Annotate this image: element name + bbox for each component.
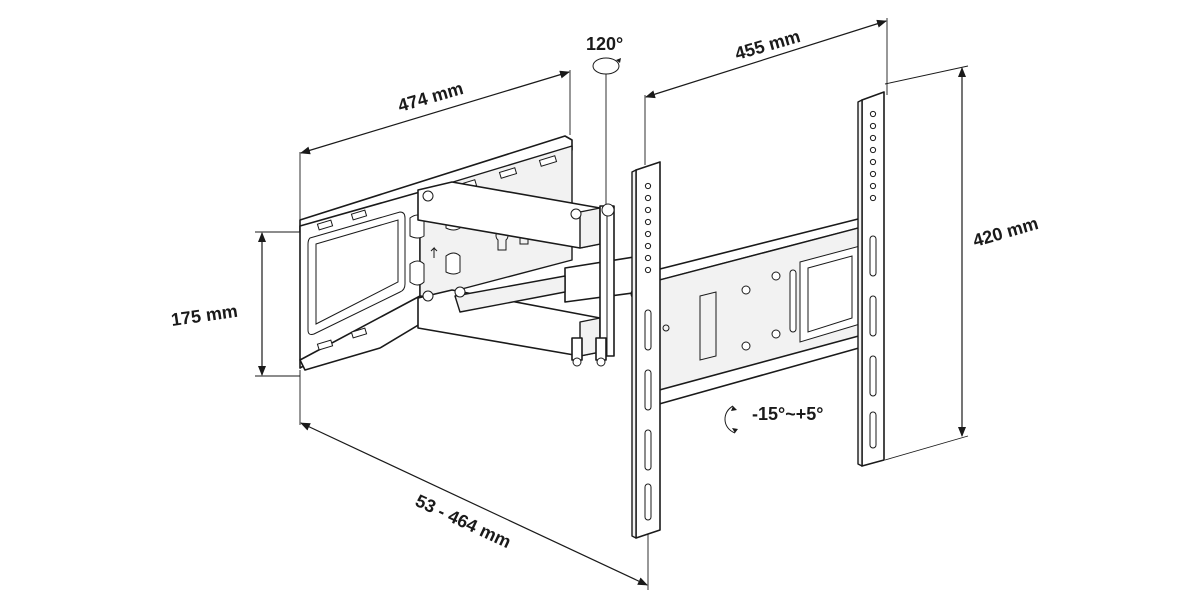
label-swivel: 120°	[586, 34, 623, 54]
label-extension: 53 - 464 mm	[412, 490, 514, 552]
dimension-455: 455 mm	[644, 18, 888, 165]
articulating-arms	[417, 181, 642, 367]
dimension-175: 175 mm	[170, 231, 300, 377]
dimension-420: 420 mm	[884, 65, 1041, 461]
dimension-extension: 53 - 464 mm	[299, 370, 649, 590]
label-wall-plate-width: 474 mm	[396, 78, 466, 116]
label-wall-plate-height: 175 mm	[170, 301, 239, 330]
label-tilt: -15°~+5°	[752, 404, 823, 424]
left-rail-holes	[644, 182, 652, 521]
label-tv-plate-height: 420 mm	[971, 213, 1041, 251]
dimension-swivel: 120°	[586, 34, 623, 205]
tv-plate	[631, 91, 885, 539]
tilt-rotation-icon	[724, 405, 736, 434]
right-rail-holes	[869, 110, 877, 449]
dimension-tilt: -15°~+5°	[724, 404, 823, 434]
swivel-rotation-icon	[592, 57, 620, 75]
